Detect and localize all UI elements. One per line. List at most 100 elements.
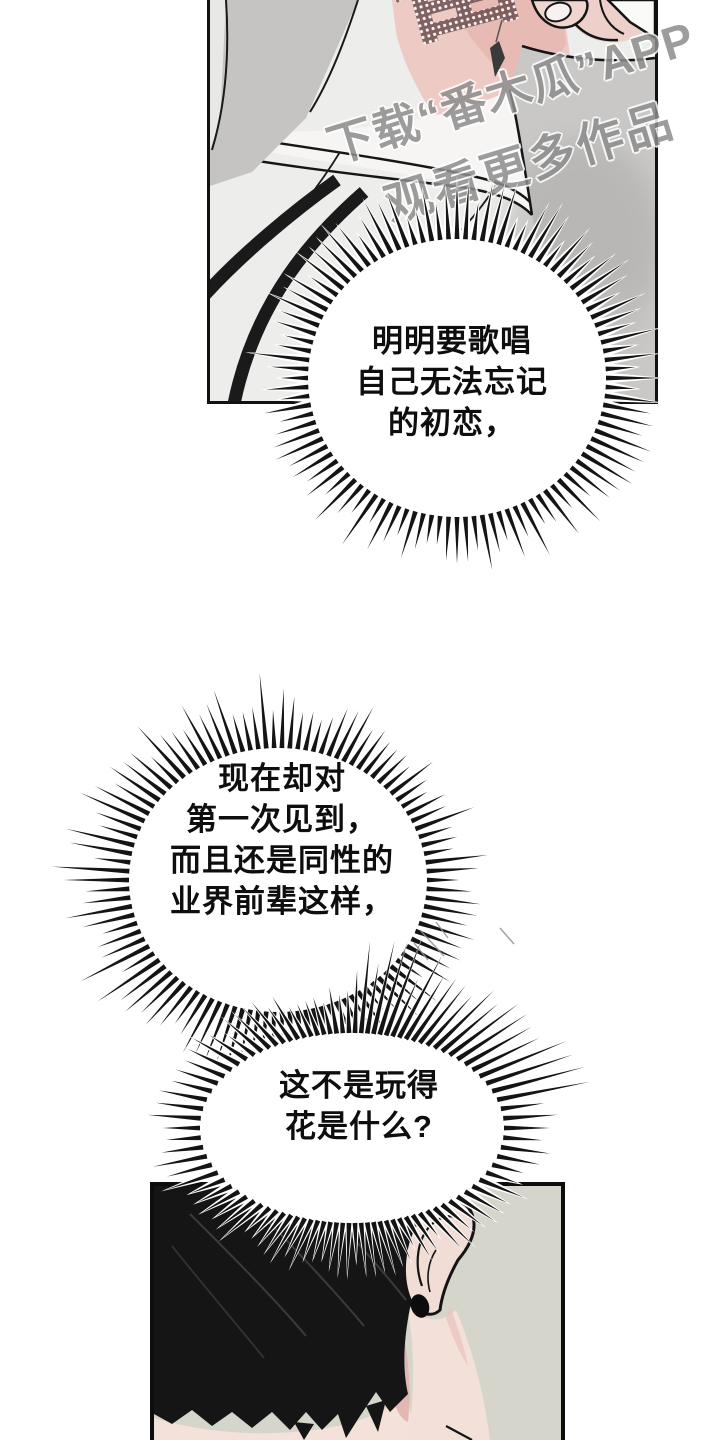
sketch-line xyxy=(435,921,449,939)
bubble-spike xyxy=(304,1219,321,1259)
bubble-spike xyxy=(422,190,435,242)
bubble-spike xyxy=(306,465,345,496)
bubble-spike xyxy=(171,1080,213,1094)
arm-highlight xyxy=(210,0,226,150)
sketch-line xyxy=(413,942,429,961)
bubble-spike xyxy=(389,761,434,796)
bubble-spike xyxy=(102,920,138,934)
bubble-spike xyxy=(370,749,398,780)
bubble-spike xyxy=(312,249,351,285)
bubble-spike xyxy=(275,419,317,435)
bubble-spike xyxy=(341,493,379,545)
bubble-spike xyxy=(284,335,314,345)
bubble-spike xyxy=(323,227,364,273)
bubble-spike xyxy=(275,321,317,337)
bubble-spike xyxy=(471,515,478,551)
bubble-spike xyxy=(440,1202,471,1230)
bubble-spike xyxy=(51,866,130,874)
bubble-spike xyxy=(491,1066,586,1094)
bubble-spike xyxy=(421,912,468,926)
bubble-spike xyxy=(264,402,312,414)
bubble-spike xyxy=(228,1036,256,1057)
bubble-spike xyxy=(479,183,493,242)
bubble-spike xyxy=(418,826,453,840)
bubble-spike xyxy=(339,994,346,1034)
bubble-spike xyxy=(400,791,428,809)
bubble-spike xyxy=(155,1102,204,1112)
bubble-spike xyxy=(358,235,379,263)
bubble-spike xyxy=(242,1007,279,1047)
bubble-spike xyxy=(360,218,386,259)
bubble-spike xyxy=(290,1218,314,1267)
pendant xyxy=(490,41,505,77)
bubble-spike xyxy=(338,226,371,268)
bubble-spike xyxy=(187,1049,233,1073)
bubble-spike xyxy=(423,903,478,916)
bubble-spike xyxy=(234,1014,272,1050)
collar-right-line xyxy=(521,44,655,62)
sketch-marks xyxy=(413,921,515,961)
bubble-spike xyxy=(376,754,408,785)
bubble-spike xyxy=(306,458,339,482)
bubble-spike xyxy=(65,903,133,919)
bubble-spike xyxy=(520,501,550,556)
bubble-spike xyxy=(383,505,402,542)
bubble-spike xyxy=(463,1026,532,1067)
bubble-line: 明明要歌唱 xyxy=(372,323,532,359)
bubble-spike xyxy=(182,729,208,767)
bubble-spike xyxy=(395,957,423,978)
bubble-spike xyxy=(528,206,561,259)
bubble-spike xyxy=(410,978,457,1043)
bubble-spike xyxy=(80,792,146,824)
bubble-spike xyxy=(478,1041,567,1079)
hair-tip-2 xyxy=(294,1422,314,1440)
bubble-spike xyxy=(605,366,636,372)
bubble-spike xyxy=(535,493,557,522)
bubble-spike xyxy=(273,428,320,448)
bubble-spike xyxy=(289,444,329,467)
bubble-spike xyxy=(346,990,352,1034)
bubble-spike xyxy=(435,204,443,241)
bubble-spike xyxy=(418,1211,439,1237)
bubble-spike xyxy=(85,886,130,892)
bubble-spike xyxy=(569,256,613,291)
bubble-spike xyxy=(162,1125,200,1131)
bubble-spike xyxy=(286,1217,307,1254)
bubble-spike xyxy=(425,995,472,1047)
bubble-spike xyxy=(152,1153,208,1167)
bubble-spike xyxy=(292,451,334,478)
bubble-spike xyxy=(448,1003,519,1057)
bubble-line: 业界前辈这样， xyxy=(170,884,394,919)
bubble-spike xyxy=(478,1177,524,1198)
bubble-spike xyxy=(305,1000,321,1037)
bubble-spike xyxy=(82,895,131,904)
bubble-spike xyxy=(352,1222,358,1261)
bubble-spike xyxy=(325,471,351,495)
bubble-spike xyxy=(550,483,573,509)
bubble-spike xyxy=(504,508,526,558)
bubble-spike xyxy=(500,1103,545,1112)
bubble-spike xyxy=(496,1153,541,1165)
bubble-spike xyxy=(180,993,208,1035)
bubble-spike xyxy=(247,1206,272,1229)
bubble-spike xyxy=(432,1206,473,1245)
bubble-spike xyxy=(414,928,463,949)
bubble-spike xyxy=(351,488,371,513)
bubble-spike xyxy=(590,436,645,463)
bubble-spike xyxy=(602,402,651,414)
jacket-stripe-1 xyxy=(210,174,341,299)
bubble-spike xyxy=(165,1170,219,1190)
hair-strand-4 xyxy=(171,1245,265,1359)
bubble-spike xyxy=(219,1199,256,1227)
bubble-spike xyxy=(303,711,314,751)
bubble-spike xyxy=(397,1217,414,1247)
bubble-spike xyxy=(358,941,370,1034)
burst-bubble-1 xyxy=(245,176,666,575)
hair-tip-1 xyxy=(366,1400,386,1432)
bubble-spike xyxy=(423,848,454,857)
bubble-spike xyxy=(369,497,386,524)
thumbnail xyxy=(544,1,572,23)
bubble-spike xyxy=(456,1194,495,1221)
bubble-spike xyxy=(319,240,358,279)
